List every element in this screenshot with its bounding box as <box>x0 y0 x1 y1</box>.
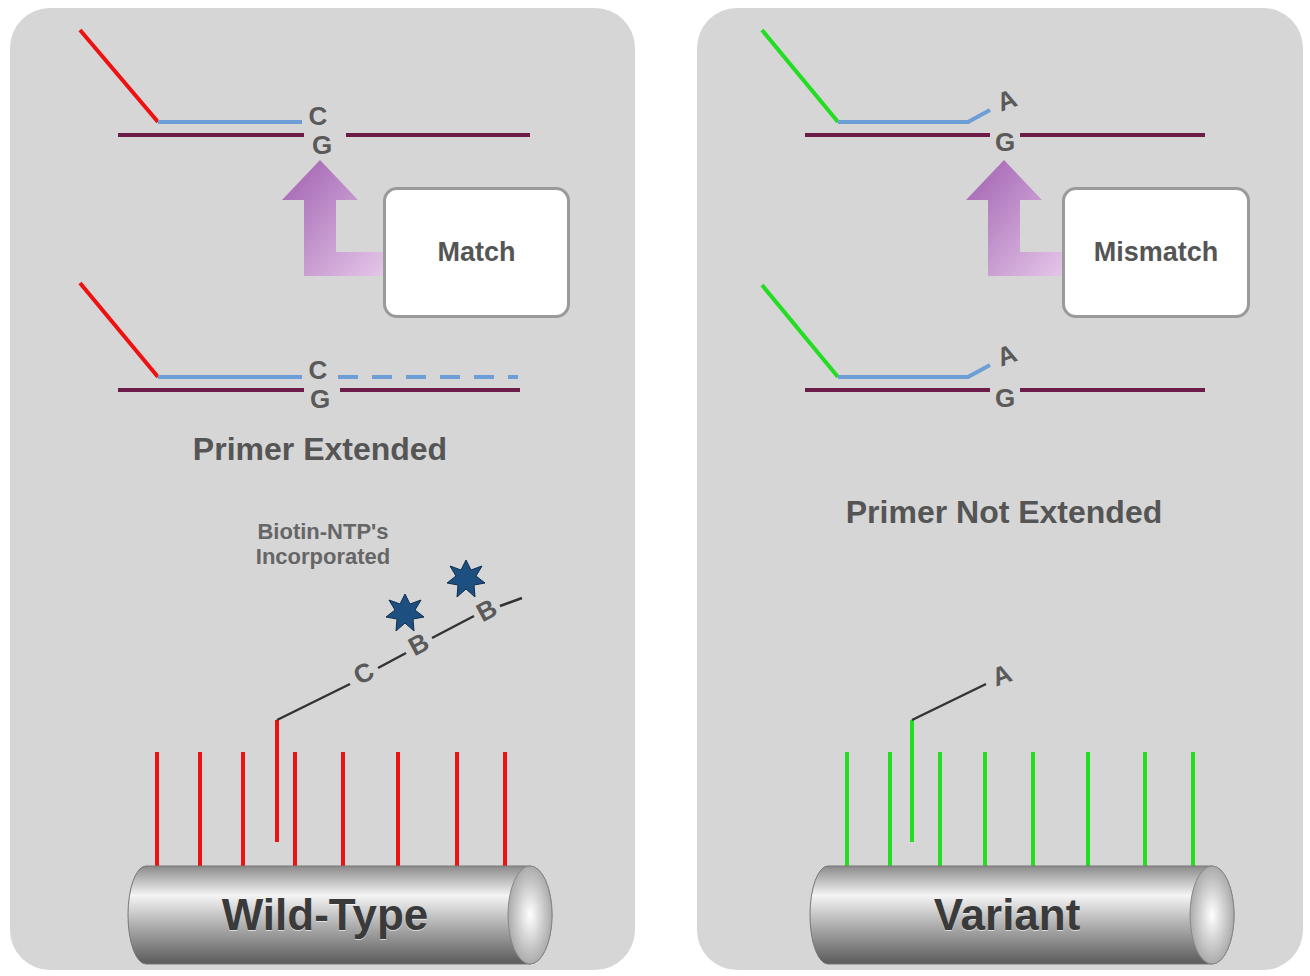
base-letter: G <box>995 384 1015 414</box>
bead-node: Wild-Type <box>124 862 556 968</box>
bead-probes <box>157 720 505 872</box>
callout-box: Match <box>383 187 570 318</box>
bead-label: Wild-Type <box>222 890 429 940</box>
biotin-star <box>386 560 485 631</box>
base-letter: B <box>472 593 503 628</box>
caption-label: Primer Extended <box>193 431 447 468</box>
base-letter: G <box>312 131 332 161</box>
panel <box>10 8 635 970</box>
box-label: Match <box>437 237 515 268</box>
box-label: Mismatch <box>1094 237 1219 268</box>
base-letter: A <box>993 84 1021 119</box>
match-duplex <box>80 30 530 135</box>
base-letter: C <box>309 356 328 386</box>
indicator-arrow <box>282 160 383 276</box>
panel <box>697 8 1303 970</box>
bead-node: Variant <box>806 862 1238 968</box>
base-letter: G <box>310 385 330 415</box>
mismatch-duplex <box>762 30 1205 135</box>
callout-box: Mismatch <box>1062 187 1250 318</box>
base-letter: A <box>993 339 1021 374</box>
base-letter: C <box>309 102 328 132</box>
bead-probes <box>847 720 1193 872</box>
base-letter: B <box>404 627 435 662</box>
indicator-arrow <box>966 160 1062 276</box>
caption-label: Biotin-NTP's Incorporated <box>228 519 418 570</box>
unextended-primer <box>912 684 986 720</box>
caption-label: Primer Not Extended <box>846 494 1163 531</box>
base-letter: C <box>349 656 380 691</box>
base-letter: A <box>988 659 1016 694</box>
bead-label: Variant <box>934 890 1081 940</box>
base-letter: G <box>995 128 1015 158</box>
